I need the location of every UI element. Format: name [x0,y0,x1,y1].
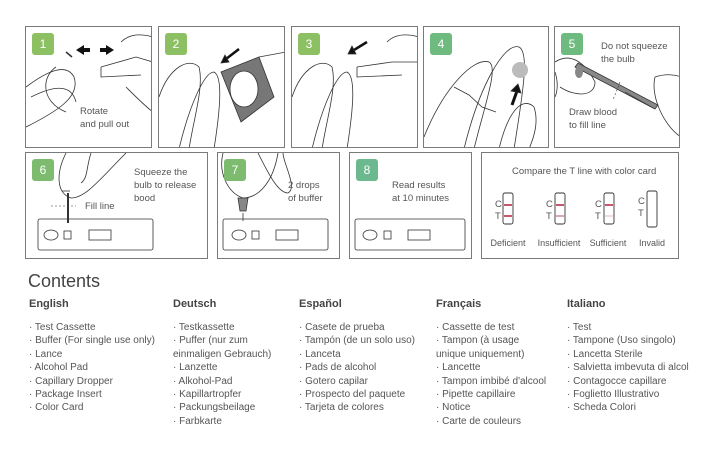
finger-blood-drop-illustration [424,46,537,147]
result-sufficient: Sufficient [589,238,627,248]
language-heading: Italiano [567,298,606,310]
step-6-text: Squeeze the bulb to release bood [134,167,197,204]
contents-item: · Tampón (de un solo uso) [299,335,415,347]
contents-item: · Puffer (nur zum einmaligen Gebrauch) [173,335,272,360]
step-1-text: Rotate and pull out [80,106,130,130]
step-2-panel: 2 [158,26,285,148]
test-cassette-illustration [354,218,466,251]
hand-lancet-illustration [26,34,151,128]
step-5-text-fill: Draw blood to fill line [569,107,618,131]
contents-item: · Lancette [436,362,481,374]
contents-item: · Lanzette [173,362,218,374]
result-invalid: Invalid [638,238,665,248]
contents-item: · Testkassette [173,322,235,333]
result-deficient: Deficient [490,238,526,248]
contents-item: · Notice [436,402,471,414]
result-insufficient: Insufficient [537,238,581,248]
contents-item: · Color Card [29,402,84,414]
step-5-text: Do not squeeze the bulb [601,41,668,65]
contents-item: · Capillary Dropper [29,375,113,387]
language-heading: Español [299,298,342,310]
contents-column-4: Italiano · Test · Tampone (Uso singolo)· L… [567,298,689,415]
step-3-panel: 3 [291,26,418,148]
step-7-badge: 7 [224,159,246,181]
contents-item: · Casete de prueba [299,322,385,333]
color-card-panel: Compare the T line with color card [481,152,679,259]
contents-item: · Test Cassette [29,322,96,333]
step-4-badge: 4 [430,33,452,55]
contents-item: · Lance [29,348,63,360]
contents-item: · Packungsbeilage [173,402,256,414]
language-heading: Français [436,298,482,310]
buffer-drops-illustration [221,153,329,251]
step-8-badge: 8 [356,159,378,181]
step-5-badge: 5 [561,33,583,55]
contents-item: · Alkohol-Pad [173,375,233,387]
step-8-panel: 8 Read results at 10 minutes [349,152,472,259]
contents-item: · Alcohol Pad [29,362,88,374]
squeeze-dropper-illustration [37,153,154,251]
step-1-panel: 1 Rotate and pull out [25,26,152,148]
color-card-title: Compare the T line with color card [512,166,657,177]
capillary-dropper-illustration [555,57,679,136]
alcohol-pad-illustration [159,48,284,147]
contents-item: · Tampon (à usage unique uniquement) [436,335,525,360]
language-heading: English [29,298,69,310]
c-label: C [495,199,502,210]
lancet-finger-illustration [292,34,417,147]
contents-item: · Tampon imbibé d'alcool [436,375,547,387]
contents-column-1: Deutsch · Testkassette · Puffer (nur zum e… [173,298,271,428]
contents-column-0: English · Test Cassette · Buffer (For sing… [29,298,155,415]
double-arrow-icon [76,45,114,55]
step-6-fill-line-label: Fill line [85,201,115,212]
contents-item: · Carte de couleurs [436,415,522,427]
contents-item: · Tampone (Uso singolo) [567,335,676,347]
step-6-badge: 6 [32,159,54,181]
step-7-text: 2 drops of buffer [288,180,323,204]
c-label: C [638,196,645,207]
language-heading: Deutsch [173,298,217,310]
step-8-text: Read results at 10 minutes [392,180,450,204]
contents-item: · Tarjeta de colores [299,402,384,414]
contents-item: · Buffer (For single use only) [29,335,155,347]
contents-item: · Salvietta imbevuta di alcol [567,362,689,374]
step-3-badge: 3 [298,33,320,55]
contents-item: · Foglietto Illustrativo [567,389,660,401]
step-2-badge: 2 [165,33,187,55]
t-label: T [495,211,501,222]
contents-item: · Contagocce capillare [567,375,667,387]
step-6-panel: 6 Squeeze the bulb to release bood Fill … [25,152,208,259]
contents-column-3: Français · Cassette de test · Tampon (à us… [436,298,546,428]
c-label: C [546,199,553,210]
step-4-panel: 4 [423,26,549,148]
step-5-panel: 5 Do not squeeze the bulb Draw blood to … [554,26,680,148]
c-label: C [595,199,602,210]
contents-column-2: Español · Casete de prueba · Tampón (de un… [299,298,415,415]
contents-item: · Gotero capilar [299,375,368,387]
contents-item: · Test [567,322,592,333]
contents-item: · Pads de alcohol [299,362,377,374]
step-1-badge: 1 [32,33,54,55]
contents-item: · Kapillartropfer [173,389,242,401]
t-label: T [638,208,644,219]
contents-heading: Contents [28,271,101,291]
contents-item: · Cassette de test [436,322,515,333]
t-label: T [546,211,552,222]
contents-item: · Prospecto del paquete [299,389,406,401]
contents-item: · Scheda Colori [567,402,636,414]
contents-item: · Package Insert [29,389,102,401]
contents-item: · Lancetta Sterile [567,348,643,360]
t-label: T [595,211,601,222]
step-7-panel: 7 2 drops of buffer [217,152,340,259]
contents-item: · Pipette capillaire [436,389,516,401]
contents-item: · Lanceta [299,348,341,360]
contents-item: · Farbkarte [173,415,222,427]
